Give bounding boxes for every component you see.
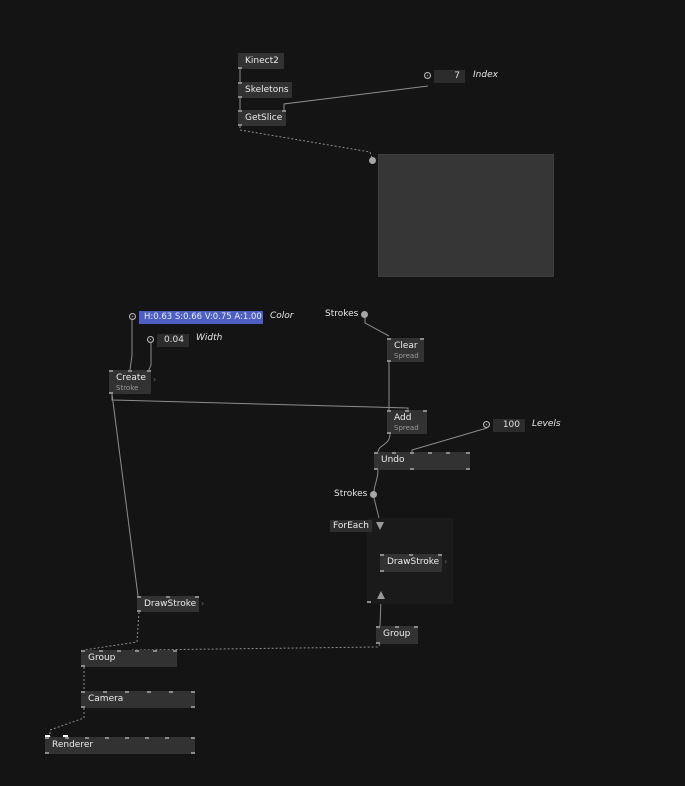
create-sublabel: Stroke [116,384,139,392]
link-getslice-preview [239,126,373,159]
create-stroke-node[interactable]: Create Stroke [109,370,151,394]
color-value: H:0.63 S:0.66 V:0.75 A:1.00 [144,312,262,322]
camera-label: Camera [88,694,124,704]
link-width-create [147,343,152,373]
kinect2-node[interactable]: Kinect2 [238,53,284,69]
width-input-pad[interactable] [147,336,154,343]
levels-iobox[interactable]: 100 [493,419,525,432]
link-create-add [111,394,409,410]
renderer-label: Renderer [52,740,94,750]
color-iobox[interactable]: H:0.63 S:0.66 V:0.75 A:1.00 [139,311,263,324]
getslice-node[interactable]: GetSlice [238,110,286,126]
width-iobox[interactable]: 0.04 [157,334,189,347]
foreach-input-splicer-icon[interactable] [376,522,384,530]
drawstroke-outer-chevron-icon[interactable]: › [201,599,205,608]
strokes-top-pad[interactable] [361,311,368,318]
link-levels-undo [411,427,488,452]
foreach-output-splicer-icon[interactable] [377,591,385,599]
color-input-pad[interactable] [129,313,136,320]
preview-input-pad[interactable] [369,157,376,164]
link-undo-strokes [373,469,379,493]
index-label: Index [473,70,498,80]
getslice-label: GetSlice [245,113,283,123]
levels-label: Levels [532,419,561,429]
strokes-mid-label: Strokes [334,489,368,499]
drawstroke-inner-node[interactable]: DrawStroke [380,554,442,572]
link-drawstroke-group [83,611,140,651]
link-groupinner-group [132,643,381,651]
link-color-create [129,318,133,371]
strokes-top-label: Strokes [325,309,359,319]
foreach-label: ForEach [330,520,372,532]
clear-label: Clear [394,341,418,351]
drawstroke-inner-chevron-icon[interactable]: › [444,557,448,566]
create-label: Create [116,373,146,383]
index-input-pad[interactable] [424,72,431,79]
add-label: Add [394,413,412,423]
drawstroke-inner-label: DrawStroke [387,557,440,567]
undo-label: Undo [381,455,405,465]
color-label: Color [270,311,294,321]
skeletons-label: Skeletons [245,85,289,95]
levels-value: 100 [502,420,520,430]
link-foreach-group [379,599,382,627]
clear-sublabel: Spread [394,352,419,360]
group-inner-label: Group [383,629,411,639]
width-value: 0.04 [163,335,184,345]
link-camera-renderer [49,708,85,737]
width-label: Width [196,333,223,343]
group-main-node[interactable]: Group [81,650,177,667]
index-iobox[interactable]: 7 [434,70,465,83]
drawstroke-outer-label: DrawStroke [144,599,197,609]
link-create-drawstroke [111,393,139,597]
add-spread-node[interactable]: Add Spread [387,410,427,434]
strokes-mid-pad[interactable] [370,491,377,498]
undo-node[interactable]: Undo [374,452,470,470]
skeletons-node[interactable]: Skeletons [238,82,292,98]
link-index-getslice [283,85,429,110]
index-value: 7 [454,71,460,81]
camera-node[interactable]: Camera [81,691,195,708]
drawstroke-outer-node[interactable]: DrawStroke [137,596,199,612]
link-add-undo [377,433,391,453]
renderer-node[interactable]: Renderer [45,737,195,754]
clear-spread-node[interactable]: Clear Spread [387,338,424,362]
preview-renderer[interactable] [378,154,554,277]
group-main-label: Group [88,653,116,663]
create-expand-chevron-icon[interactable]: › [153,375,157,384]
kinect2-label: Kinect2 [245,56,279,66]
levels-input-pad[interactable] [483,421,490,428]
group-inner-node[interactable]: Group [376,626,418,644]
foreach-region-corner-pin [367,601,371,603]
link-strokes-clear [364,316,390,337]
add-sublabel: Spread [394,424,419,432]
